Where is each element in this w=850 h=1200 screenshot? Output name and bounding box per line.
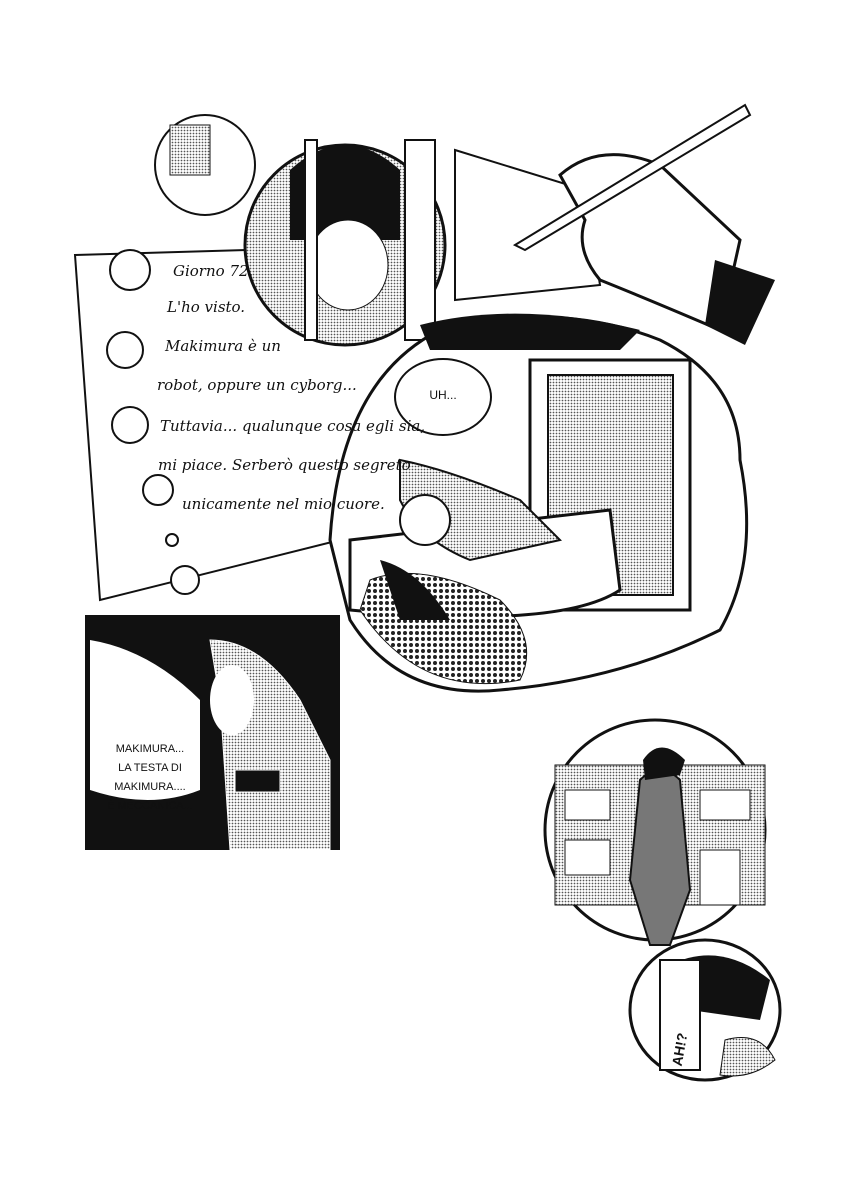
thought-line: È MECCANICA... bbox=[107, 800, 193, 812]
thought-line: MAKIMURA... bbox=[115, 743, 185, 755]
diary-line: unicamente nel mio cuore. bbox=[182, 495, 385, 513]
diary-line: Makimura è un bbox=[165, 337, 281, 355]
diary-line: Giorno 72. bbox=[173, 262, 254, 280]
paper-sheet bbox=[454, 148, 602, 302]
thought-text: MAKIMURA... LA TESTA DI MAKIMURA.... È M… bbox=[95, 740, 205, 816]
thought-puffs bbox=[106, 249, 200, 595]
diary-line: mi piace. Serberò questo segreto bbox=[158, 456, 411, 474]
thought-line: LA TESTA DI bbox=[118, 762, 182, 774]
thought-line: MAKIMURA.... bbox=[114, 781, 186, 793]
diary-line: Tuttavia... qualunque cosa egli sia, bbox=[160, 417, 426, 435]
diary-line: robot, oppure un cyborg... bbox=[157, 376, 357, 394]
speech-balloon-uh bbox=[394, 358, 492, 436]
diary-line: L'ho visto. bbox=[167, 298, 246, 316]
speech-uh: UH... bbox=[429, 388, 457, 402]
